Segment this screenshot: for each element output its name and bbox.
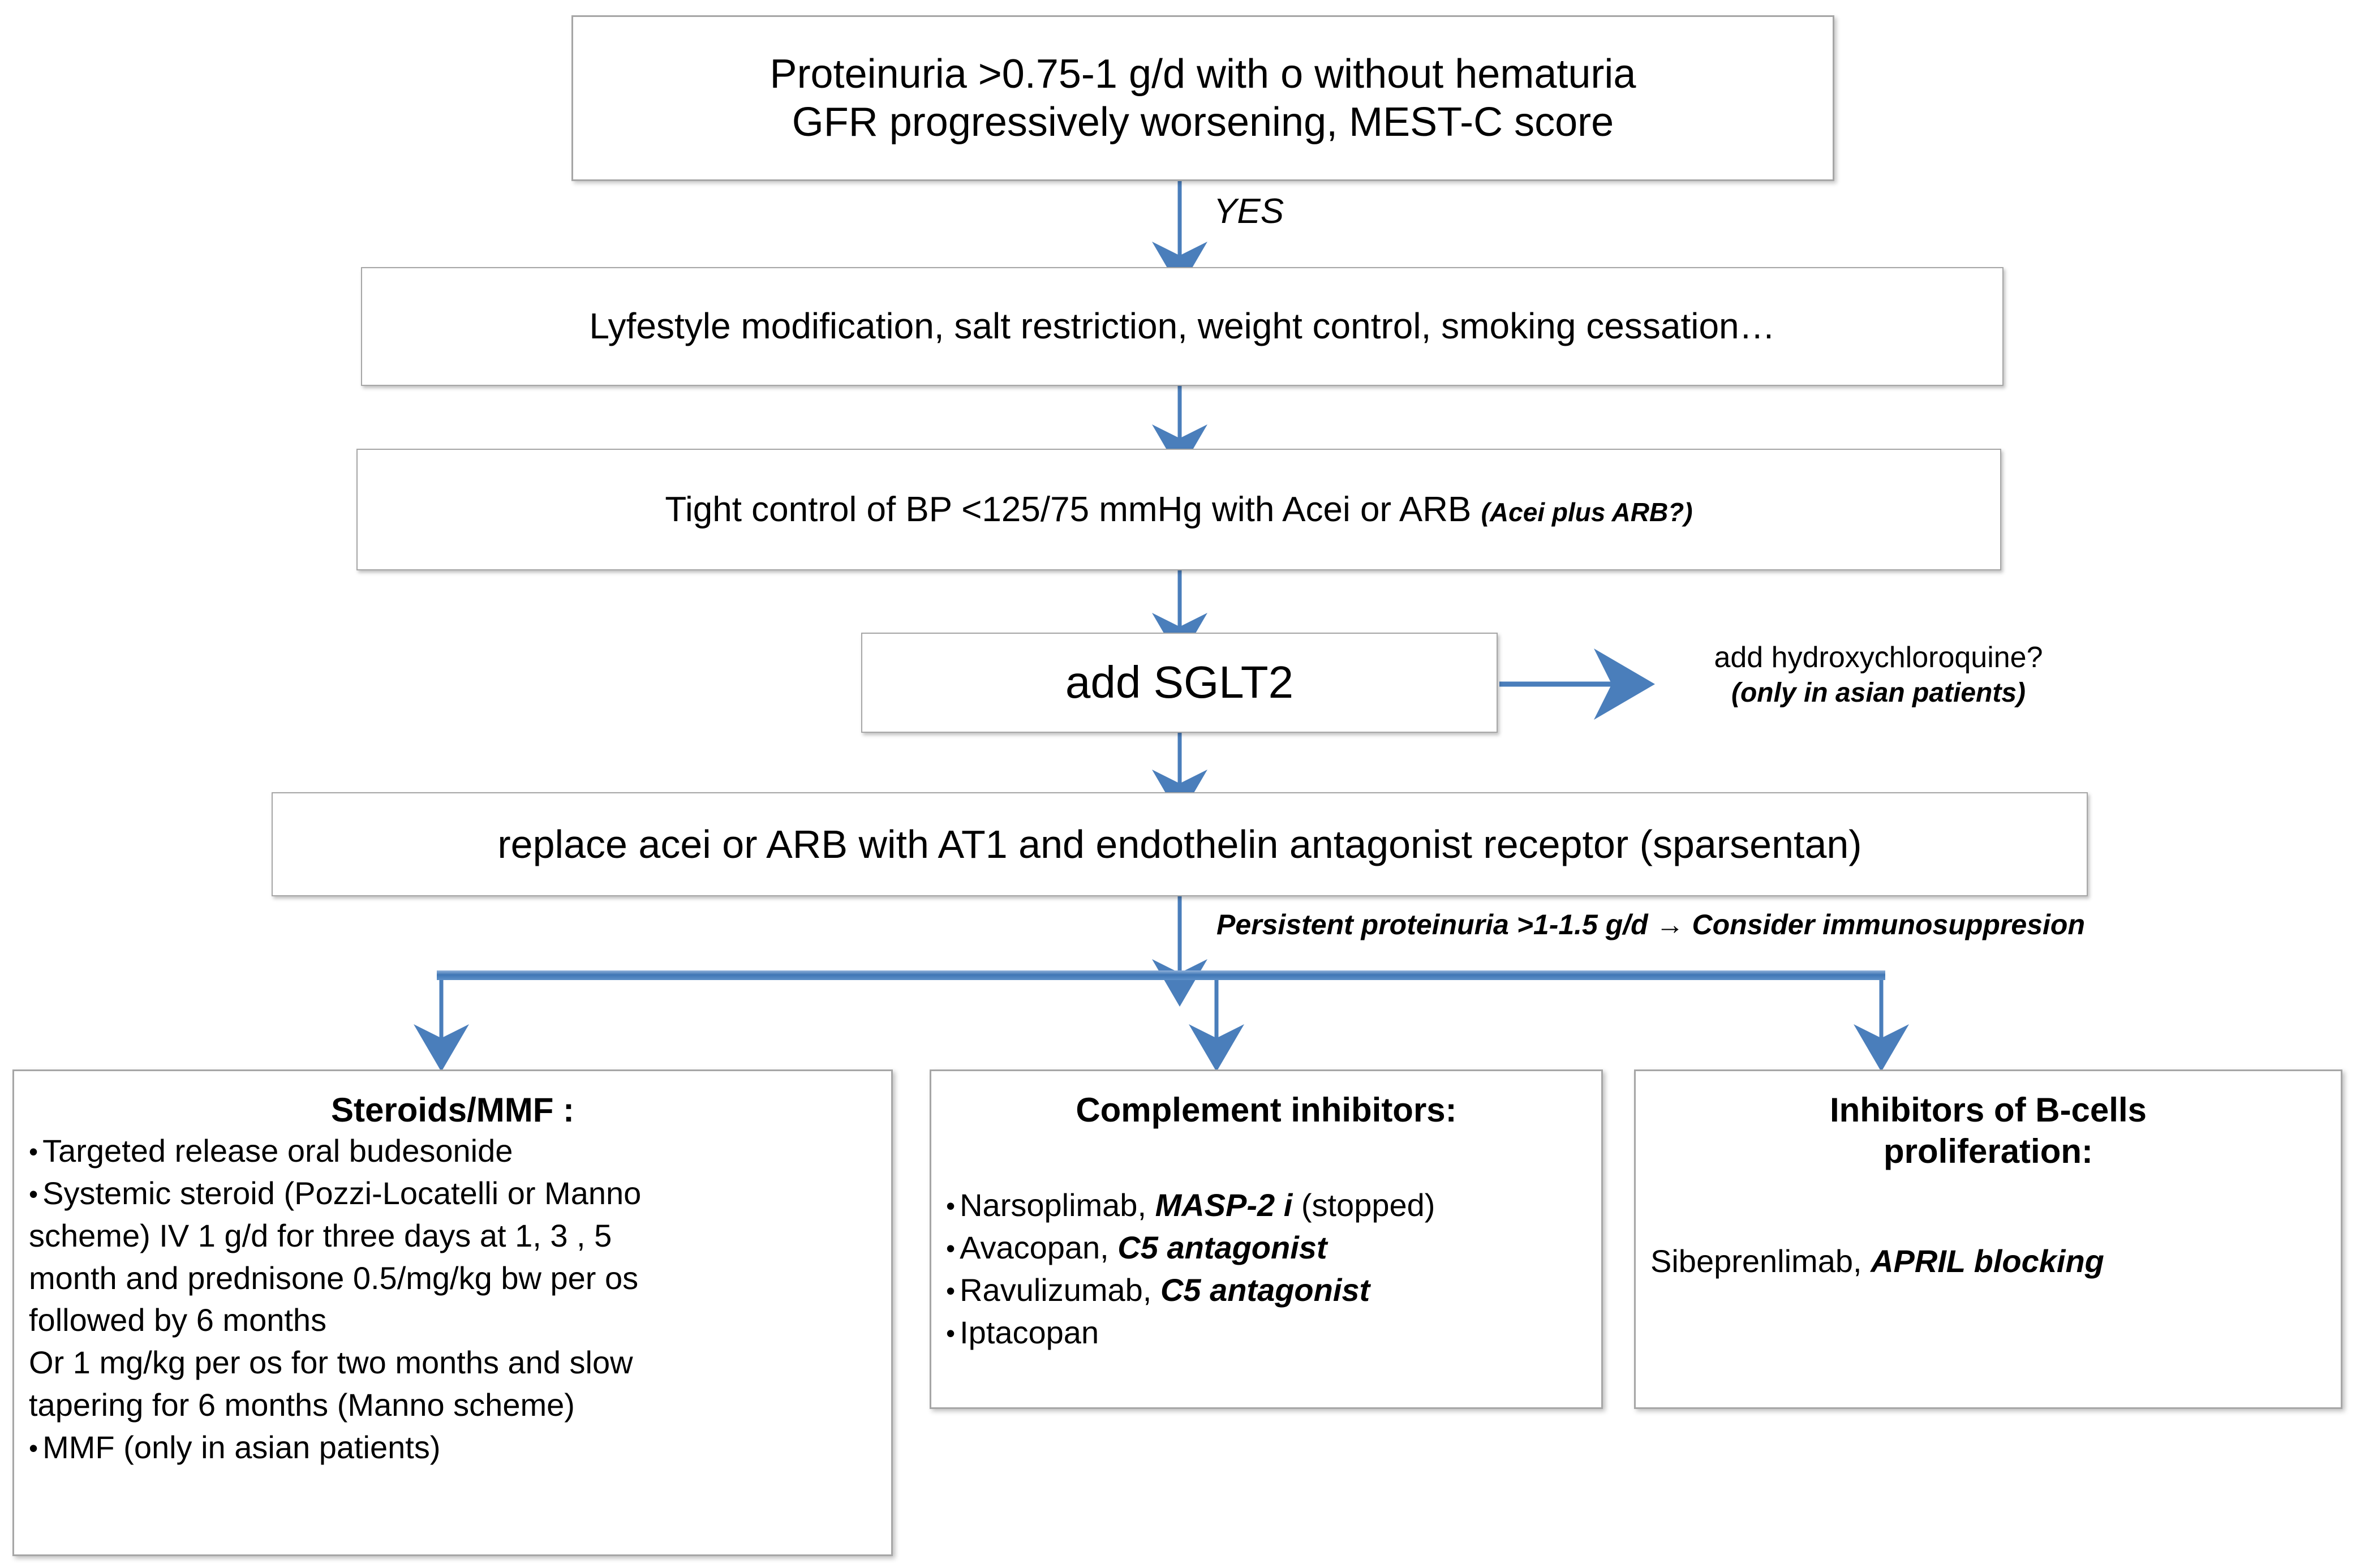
list-item-text: MMF (only in asian patients): [42, 1429, 441, 1465]
complement-list: •Narsoplimab, MASP-2 i (stopped) •Avacop…: [946, 1185, 1587, 1353]
option-card-complement-inhibitors[interactable]: Complement inhibitors: •Narsoplimab, MAS…: [930, 1069, 1603, 1409]
list-item: •Ravulizumab, C5 antagonist: [946, 1270, 1587, 1311]
bullet-glyph: •: [946, 1191, 956, 1221]
node-lifestyle[interactable]: Lyfestyle modification, salt restriction…: [361, 267, 2004, 386]
sparsentan-text: replace acei or ARB with AT1 and endothe…: [497, 822, 1862, 866]
complement-heading: Complement inhibitors:: [1076, 1091, 1457, 1129]
list-item: scheme) IV 1 g/d for three days at 1, 3 …: [29, 1215, 876, 1257]
list-item-text: month and prednisone 0.5/mg/kg bw per os: [29, 1260, 639, 1296]
bullet-glyph: •: [29, 1179, 38, 1209]
drug-tail: (stopped): [1292, 1187, 1435, 1223]
side-note-hydroxychloroquine: add hydroxychloroquine? (only in asian p…: [1652, 639, 2105, 710]
list-item: •Systemic steroid (Pozzi-Locatelli or Ma…: [29, 1173, 876, 1214]
list-item-text: Or 1 mg/kg per os for two months and slo…: [29, 1344, 633, 1381]
bcells-heading-line-1: Inhibitors of B-cells: [1829, 1091, 2147, 1129]
lifestyle-text: Lyfestyle modification, salt restriction…: [589, 306, 1775, 347]
edge-label-persistent-proteinuria: Persistent proteinuria >1-1.5 g/d → Cons…: [1216, 909, 2086, 940]
sglt2-text: add SGLT2: [1065, 657, 1294, 708]
bullet-glyph: •: [946, 1318, 956, 1348]
drug-name: Avacopan,: [960, 1229, 1109, 1265]
assessment-line-2: GFR progressively worsening, MEST-C scor…: [792, 99, 1614, 145]
list-item-text: scheme) IV 1 g/d for three days at 1, 3 …: [29, 1217, 612, 1253]
drug-note: C5 antagonist: [1117, 1229, 1327, 1265]
edge-label-yes: YES: [1214, 192, 1284, 231]
bcells-heading-line-2: proliferation:: [1884, 1132, 2093, 1171]
list-item: tapering for 6 months (Manno scheme): [29, 1385, 876, 1426]
list-item: •Narsoplimab, MASP-2 i (stopped): [946, 1185, 1587, 1226]
bp-control-note: (Acei plus ARB?): [1481, 497, 1693, 527]
spacer: [1650, 1172, 2326, 1226]
node-sparsentan[interactable]: replace acei or ARB with AT1 and endothe…: [272, 792, 2088, 896]
node-assessment[interactable]: Proteinuria >0.75-1 g/d with o without h…: [571, 15, 1834, 181]
bullet-glyph: •: [946, 1275, 956, 1305]
option-card-bcell-inhibitors[interactable]: Inhibitors of B-cells proliferation: Sib…: [1634, 1069, 2342, 1409]
drug-name: Narsoplimab,: [960, 1187, 1147, 1223]
list-item: month and prednisone 0.5/mg/kg bw per os: [29, 1258, 876, 1299]
list-item-text: Systemic steroid (Pozzi-Locatelli or Man…: [42, 1175, 642, 1211]
drug-note: MASP-2 i: [1155, 1187, 1293, 1223]
spacer: [946, 1131, 1587, 1185]
node-bp-control[interactable]: Tight control of BP <125/75 mmHg with Ac…: [356, 449, 2001, 570]
side-note-line-1: add hydroxychloroquine?: [1714, 641, 2043, 674]
steroids-list: •Targeted release oral budesonide •Syste…: [29, 1131, 876, 1468]
steroids-heading: Steroids/MMF :: [331, 1091, 574, 1129]
list-item-text: Targeted release oral budesonide: [42, 1133, 513, 1169]
spacer: [1650, 1226, 2326, 1241]
bp-control-text: Tight control of BP <125/75 mmHg with Ac…: [358, 489, 2000, 530]
drug-note: C5 antagonist: [1160, 1271, 1370, 1308]
node-sglt2[interactable]: add SGLT2: [861, 633, 1498, 733]
list-item: •Targeted release oral budesonide: [29, 1131, 876, 1172]
list-item: •MMF (only in asian patients): [29, 1427, 876, 1468]
drug-name: Iptacopan: [960, 1314, 1099, 1350]
drug-note: APRIL blocking: [1871, 1243, 2104, 1279]
list-item-text: tapering for 6 months (Manno scheme): [29, 1386, 575, 1423]
list-item: •Iptacopan: [946, 1312, 1587, 1354]
bullet-glyph: •: [29, 1433, 38, 1463]
list-item-text: followed by 6 months: [29, 1302, 327, 1338]
drug-name: Ravulizumab,: [960, 1271, 1152, 1308]
bcells-drug-line: Sibeprenlimab, APRIL blocking: [1650, 1241, 2326, 1282]
list-item: followed by 6 months: [29, 1300, 876, 1341]
assessment-line-1: Proteinuria >0.75-1 g/d with o without h…: [769, 51, 1636, 97]
list-item: •Avacopan, C5 antagonist: [946, 1227, 1587, 1269]
list-item: Or 1 mg/kg per os for two months and slo…: [29, 1342, 876, 1384]
drug-name: Sibeprenlimab,: [1650, 1243, 1862, 1279]
side-note-line-2: (only in asian patients): [1731, 678, 2026, 708]
option-card-steroids-mmf[interactable]: Steroids/MMF : •Targeted release oral bu…: [12, 1069, 893, 1556]
bullet-glyph: •: [946, 1233, 956, 1263]
bp-control-main: Tight control of BP <125/75 mmHg with Ac…: [665, 489, 1472, 529]
bullet-glyph: •: [29, 1137, 38, 1167]
